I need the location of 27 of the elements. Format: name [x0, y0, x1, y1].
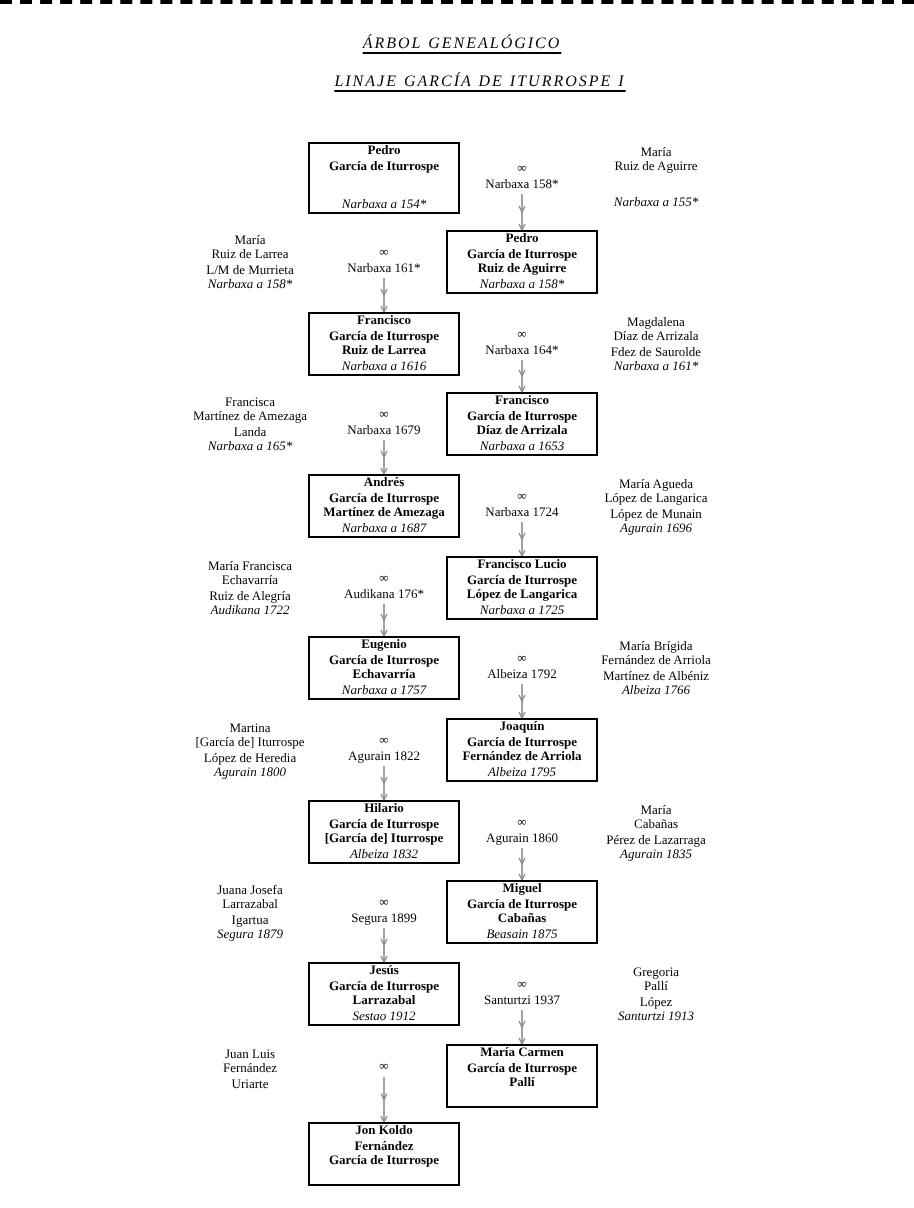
descent-arrow	[518, 847, 526, 881]
descent-arrow	[518, 683, 526, 719]
descent-arrow	[518, 521, 526, 557]
person-box	[308, 142, 460, 214]
person-box	[446, 230, 598, 294]
person-box	[446, 718, 598, 782]
descent-arrow	[518, 1009, 526, 1045]
person-box	[446, 556, 598, 620]
person-box	[446, 880, 598, 944]
descent-arrow	[380, 277, 388, 313]
descent-arrow	[380, 927, 388, 963]
person-box	[308, 474, 460, 538]
descent-arrow	[518, 359, 526, 393]
person-box	[308, 312, 460, 376]
person-box	[308, 1122, 460, 1186]
diagram-title: ÁRBOL GENEALÓGICO	[362, 34, 562, 54]
descent-arrow	[380, 439, 388, 475]
person-box	[446, 1044, 598, 1108]
descent-arrow	[518, 193, 526, 231]
person-box	[308, 636, 460, 700]
descent-arrow	[380, 1076, 388, 1123]
descent-arrow	[380, 765, 388, 801]
person-box	[308, 962, 460, 1026]
diagram-subtitle: LINAJE GARCÍA DE ITURROSPE I	[334, 72, 626, 92]
person-box	[446, 392, 598, 456]
person-box	[308, 800, 460, 864]
descent-arrow	[380, 603, 388, 637]
